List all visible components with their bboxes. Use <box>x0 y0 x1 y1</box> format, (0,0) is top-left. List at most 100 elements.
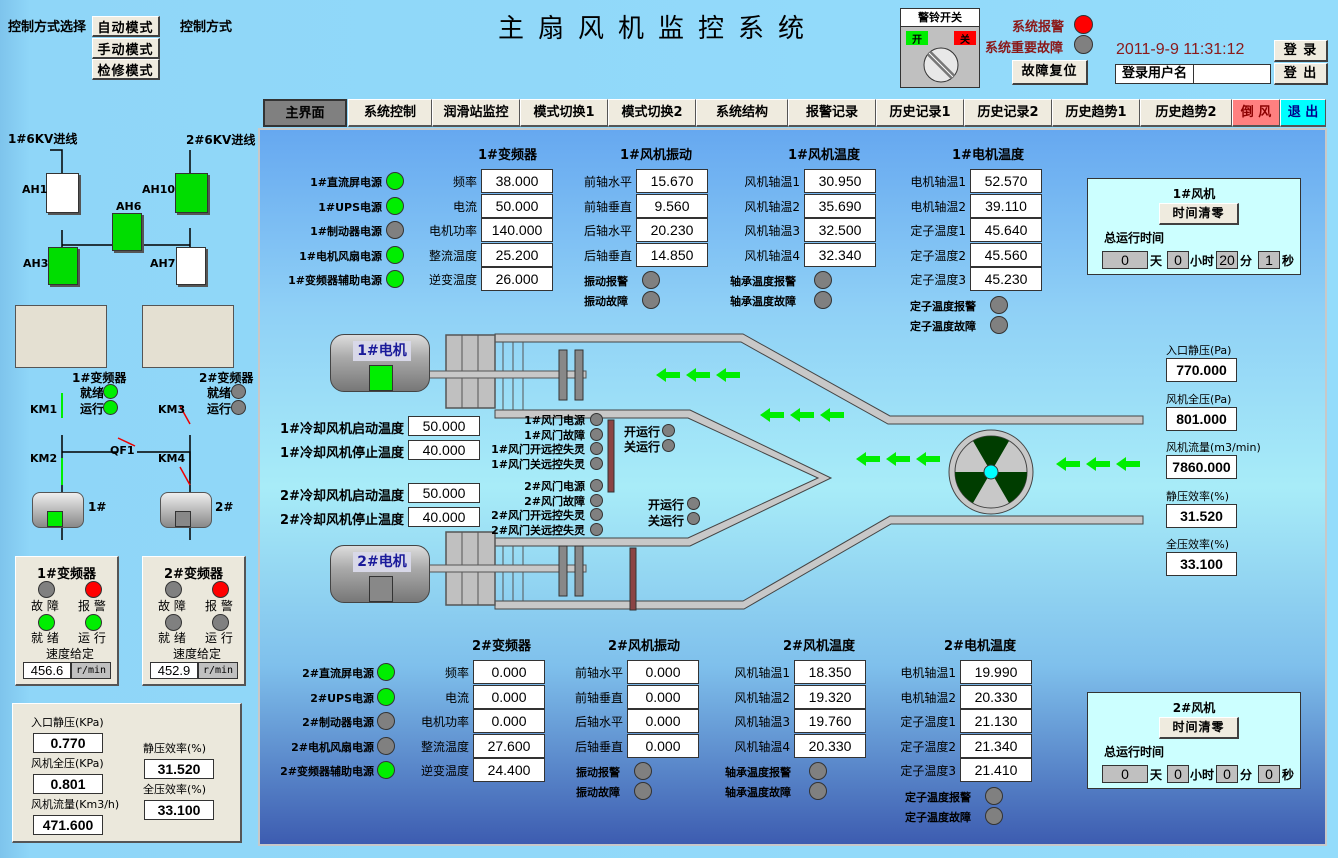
bell-off-label: 关 <box>954 31 976 46</box>
inverter-alarm-lamp <box>212 581 229 598</box>
static-efficiency-value: 31.520 <box>144 759 214 779</box>
tab-history-1[interactable]: 历史记录1 <box>876 99 964 127</box>
motor-1-name: 1#电机 <box>353 341 411 361</box>
fault-lamp <box>985 806 1003 825</box>
airflow-arrow-icon <box>856 452 880 466</box>
static-efficiency-label: 静压效率(%) <box>143 742 207 755</box>
tab-system-control[interactable]: 系统控制 <box>348 99 432 127</box>
fault-label: 轴承温度故障 <box>730 295 796 308</box>
fault-label: 轴承温度故障 <box>725 786 791 799</box>
cool-stop-1-input[interactable]: 40.000 <box>408 440 480 460</box>
fan-reading-label: 风机全压(Pa) <box>1166 392 1232 406</box>
power-status-label: 2#制动器电源 <box>302 716 374 729</box>
tab-trend-1[interactable]: 历史趋势1 <box>1052 99 1140 127</box>
tab-trend-2[interactable]: 历史趋势2 <box>1140 99 1232 127</box>
fault-lamp <box>642 291 660 309</box>
tab-main[interactable]: 主界面 <box>263 99 347 127</box>
cool-start-2-label: 2#冷却风机启动温度 <box>280 489 404 504</box>
reading-label: 定子温度1 <box>910 224 966 238</box>
cool-start-1-input[interactable]: 50.000 <box>408 416 480 436</box>
runtime-seconds-unit: 秒 <box>1282 768 1295 782</box>
inverter-run-label: 运 行 <box>78 631 106 645</box>
cabinet-ah10-icon[interactable] <box>175 173 208 213</box>
airflow-arrow-icon <box>1086 457 1110 471</box>
runtime-title: 1#风机 <box>1172 187 1216 201</box>
fault-reset-button[interactable]: 故障复位 <box>1012 60 1088 85</box>
airflow-arrow-icon <box>1056 457 1080 471</box>
incoming-line-1: 1#6KV进线 <box>8 132 78 146</box>
reading-value: 39.110 <box>970 193 1042 218</box>
cool-start-2-input[interactable]: 50.000 <box>408 483 480 503</box>
fault-lamp <box>814 291 832 309</box>
speed-setpoint-value[interactable]: 456.6 <box>23 662 71 679</box>
alarm-label: 定子温度报警 <box>910 299 976 313</box>
cabinet-ah7-icon[interactable] <box>176 247 206 285</box>
fan-temp-title: 1#风机温度 <box>788 148 860 163</box>
tab-mode-switch-1[interactable]: 模式切换1 <box>520 99 608 127</box>
inverter-1-ready-lamp <box>103 384 118 399</box>
motor-1-unit-icon[interactable]: 1#电机 <box>330 334 430 392</box>
time-reset-button[interactable]: 时间清零 <box>1159 203 1239 225</box>
power-status-label: 2#变频器辅助电源 <box>280 765 374 778</box>
rotary-knob-icon[interactable] <box>921 45 961 85</box>
bell-switch[interactable]: 警铃开关 开 关 <box>900 8 980 88</box>
cool-stop-2-input[interactable]: 40.000 <box>408 507 480 527</box>
tab-history-2[interactable]: 历史记录2 <box>964 99 1052 127</box>
reading-label: 后轴垂直 <box>574 739 623 754</box>
damper-2-close-run-lamp <box>687 512 700 525</box>
tab-alarm-records[interactable]: 报警记录 <box>788 99 876 127</box>
damper-status-lamp <box>590 522 603 536</box>
login-button[interactable]: 登 录 <box>1274 40 1328 62</box>
inverter-fault-lamp <box>165 581 182 598</box>
alarm-label: 轴承温度报警 <box>725 766 791 779</box>
reading-value: 32.500 <box>804 218 876 242</box>
reading-value: 50.000 <box>481 193 553 218</box>
inverter-2-cabinet-icon[interactable] <box>142 305 234 368</box>
airflow-arrow-icon <box>686 368 710 382</box>
inverter-alarm-label: 报 警 <box>78 599 106 613</box>
reading-label: 风机轴温2 <box>744 199 800 214</box>
reading-value: 14.850 <box>636 242 708 267</box>
runtime-minutes-unit: 分 <box>1240 254 1253 268</box>
inverter-run-label: 运 行 <box>205 631 233 645</box>
damper-status-lamp <box>590 413 603 426</box>
tab-exit[interactable]: 退 出 <box>1280 99 1326 127</box>
reading-label: 逆变温度 <box>428 273 477 287</box>
logout-button[interactable]: 登 出 <box>1274 63 1328 85</box>
tab-mode-switch-2[interactable]: 模式切换2 <box>608 99 696 127</box>
manual-mode-button[interactable]: 手动模式 <box>92 38 160 59</box>
cool-stop-1-label: 1#冷却风机停止温度 <box>280 446 404 461</box>
time-reset-button[interactable]: 时间清零 <box>1159 717 1239 739</box>
airflow-arrow-icon <box>716 368 740 382</box>
reading-label: 电流 <box>452 199 477 214</box>
inverter-1-cabinet-icon[interactable] <box>15 305 107 368</box>
cabinet-ah3-icon[interactable] <box>48 247 78 285</box>
reading-label: 电机功率 <box>428 224 477 238</box>
damper-status-label: 1#风门开远控失灵 <box>491 443 585 456</box>
power-status-lamp <box>386 270 404 288</box>
total-pressure-label: 风机全压(KPa) <box>31 757 104 770</box>
auto-mode-button[interactable]: 自动模式 <box>92 16 160 37</box>
reading-value: 0.000 <box>627 733 699 758</box>
runtime-hours-value: 0 <box>1167 765 1189 783</box>
tab-lube-station[interactable]: 润滑站监控 <box>432 99 520 127</box>
fan-reading-value: 33.100 <box>1166 552 1237 576</box>
inverter-2-run-lamp <box>231 400 246 415</box>
maintenance-mode-button[interactable]: 检修模式 <box>92 59 160 80</box>
motor-2-icon[interactable] <box>160 492 212 528</box>
duct-diagram <box>427 333 1144 611</box>
reading-value: 52.570 <box>970 169 1042 193</box>
tab-reverse-air[interactable]: 倒 风 <box>1232 99 1280 127</box>
tab-system-structure[interactable]: 系统结构 <box>696 99 788 127</box>
speed-setpoint-value[interactable]: 452.9 <box>150 662 198 679</box>
motor-2-unit-icon[interactable]: 2#电机 <box>330 545 430 603</box>
switch-km3-label: KM3 <box>158 403 186 416</box>
motor-1-icon[interactable] <box>32 492 84 528</box>
cabinet-ah1-icon[interactable] <box>46 173 79 213</box>
speed-unit: r/min <box>198 662 238 679</box>
reading-label: 电机轴温2 <box>900 690 956 705</box>
alarm-lamp <box>814 271 832 289</box>
cabinet-ah6-icon[interactable] <box>112 213 142 251</box>
damper-status-lamp <box>590 493 603 507</box>
